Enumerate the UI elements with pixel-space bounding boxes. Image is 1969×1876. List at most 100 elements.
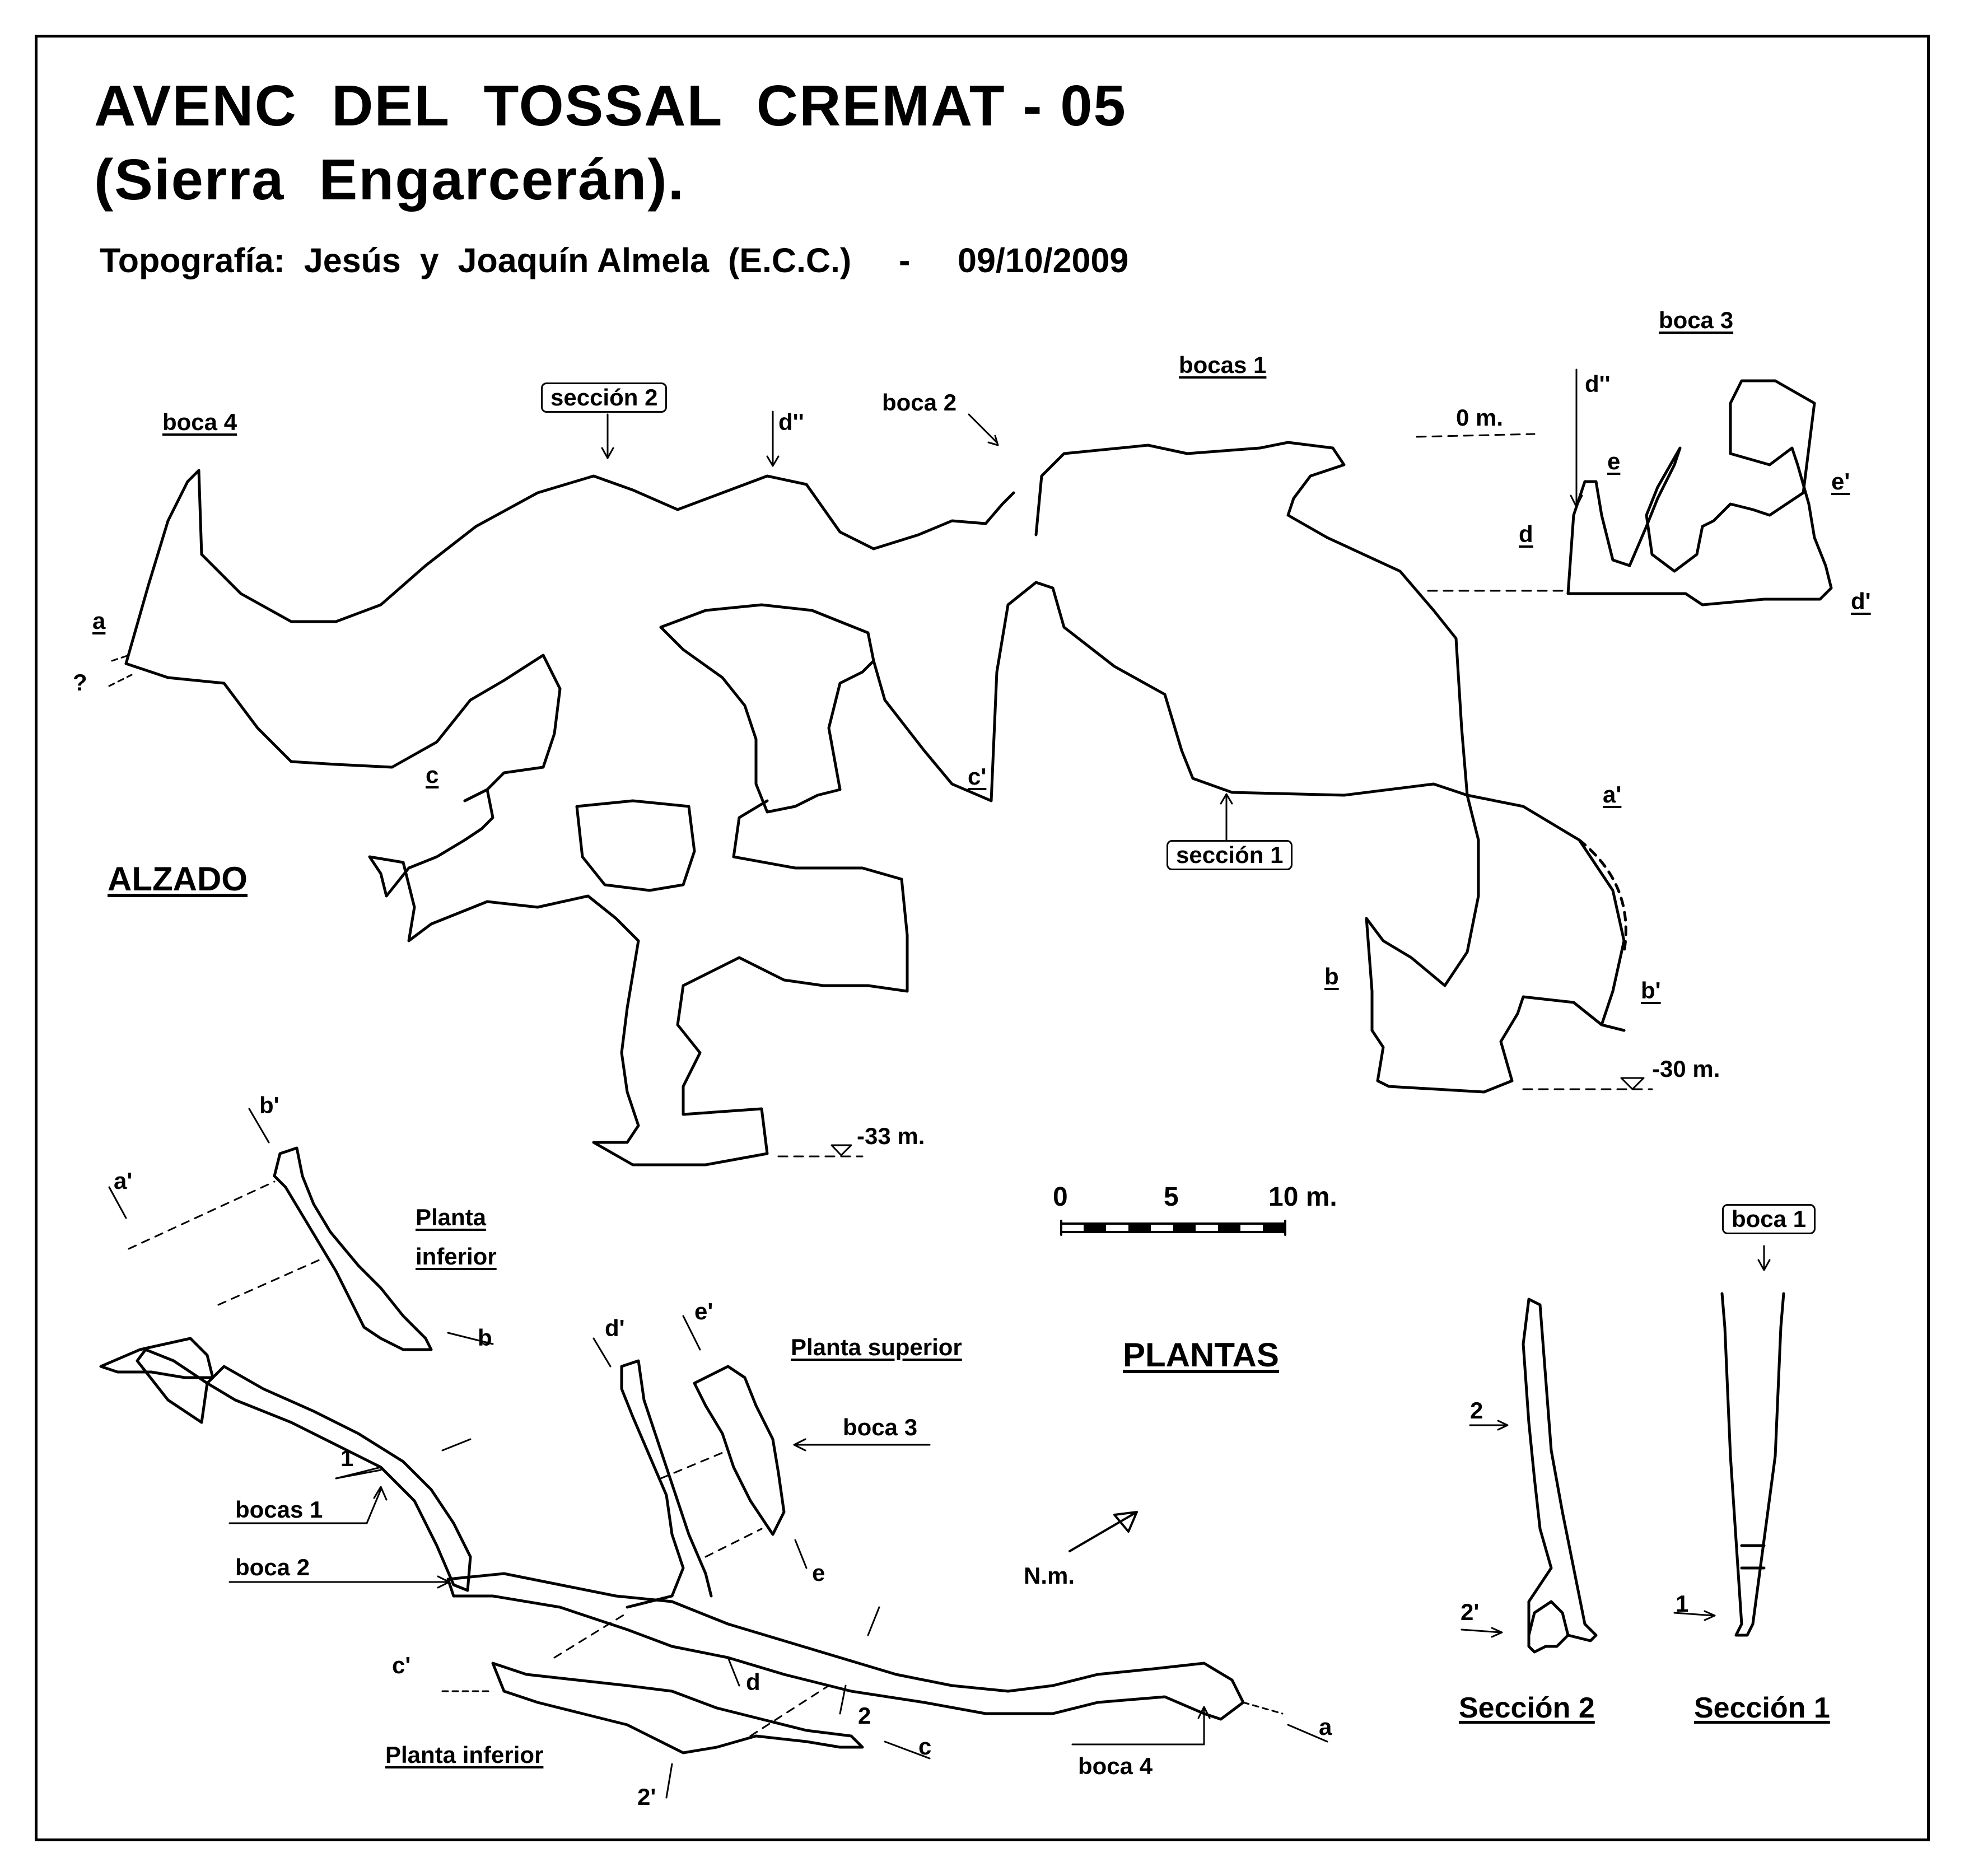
cut-b-prime	[248, 1108, 270, 1144]
label-boca4: boca 4	[162, 409, 237, 435]
label-d-prime: d'	[1851, 588, 1871, 614]
plan-label-c-prime: c'	[392, 1652, 411, 1678]
elevation-lower-right	[1365, 794, 1626, 1094]
cut-c	[884, 1740, 931, 1760]
elevation-floor-upper	[124, 654, 562, 802]
scale-label-10m: 10 m.	[1268, 1182, 1337, 1212]
plan-label-boca3: boca 3	[843, 1414, 918, 1440]
label-b: b	[1324, 963, 1339, 990]
plan-label-two: 2	[858, 1702, 871, 1729]
level-line-0m	[1416, 433, 1536, 438]
heading-seccion1: Sección 1	[1694, 1692, 1830, 1724]
cut-d	[727, 1656, 740, 1687]
level-mark-minus30	[1620, 1077, 1645, 1090]
plan-label-bocas1: bocas 1	[235, 1496, 323, 1523]
plan-label-planta-inferior-2: inferior	[416, 1243, 497, 1270]
plan-lower-bottom	[491, 1662, 864, 1754]
cut-d-prime	[592, 1337, 612, 1368]
cut-e-prime	[682, 1315, 701, 1351]
label-d2-right: d''	[1585, 371, 1611, 397]
cut-2-prime	[665, 1763, 673, 1799]
boca2-pointer	[968, 413, 999, 446]
label-seccion1-tag: sección 1	[1167, 840, 1293, 870]
scale-seg-4	[1218, 1224, 1240, 1232]
label-seccion2-tag: sección 2	[541, 382, 668, 413]
link-upper-1	[660, 1449, 729, 1480]
plan-upper-level	[693, 1365, 786, 1536]
plan-main-left-2	[99, 1337, 214, 1379]
scale-seg-3	[1173, 1224, 1196, 1232]
cut-2-upper	[867, 1606, 880, 1636]
label-c: c	[426, 762, 439, 788]
map-frame	[35, 35, 1930, 1841]
boca4-leader	[1071, 1706, 1211, 1746]
section1-pointer	[1757, 1245, 1771, 1271]
scale-seg-2	[1128, 1224, 1151, 1232]
link-lower-1	[553, 1612, 628, 1659]
plan-label-boca4: boca 4	[1078, 1753, 1153, 1779]
plan-label-d: d	[746, 1669, 760, 1695]
label-a: a	[92, 608, 106, 634]
label-d2-top: d''	[778, 409, 804, 435]
map-subtitle: (Sierra Engarcerán).	[94, 147, 685, 212]
plan-label-north: N.m.	[1024, 1562, 1075, 1589]
section-label-2: 2	[1470, 1397, 1483, 1424]
boca3-leader	[793, 1438, 931, 1452]
plan-label-two-prime: 2'	[637, 1784, 656, 1810]
north-arrow	[1069, 1511, 1138, 1552]
section-label-2-prime: 2'	[1461, 1599, 1480, 1625]
link-lower-2	[749, 1684, 830, 1737]
label-e: e	[1607, 448, 1621, 474]
plan-upper-branch	[620, 1359, 713, 1609]
d2-right-pointer	[1570, 368, 1583, 508]
label-zero-m: 0 m.	[1456, 404, 1504, 431]
scale-label-0: 0	[1053, 1182, 1068, 1212]
d2-top-pointer	[766, 410, 780, 467]
elevation-chamber	[575, 799, 696, 892]
elevation-middle-inner	[659, 626, 875, 814]
plan-label-a: a	[1319, 1714, 1332, 1740]
plan-label-b-prime: b'	[259, 1092, 279, 1118]
label-question: ?	[73, 669, 87, 696]
section1-profile	[1720, 1292, 1785, 1637]
survey-credits: Topografía: Jesús y Joaquín Almela (E.C.…	[100, 241, 1129, 279]
cut-a-prime	[108, 1186, 127, 1219]
label-d: d	[1519, 521, 1533, 547]
link-upper-2	[704, 1528, 763, 1558]
section-label-boca1-tag: boca 1	[1722, 1204, 1816, 1234]
level-entry-a-dashed	[108, 654, 133, 687]
link-aprime-b	[217, 1259, 320, 1306]
scale-label-5: 5	[1164, 1182, 1179, 1212]
label-boca3-elev: boca 3	[1659, 307, 1734, 333]
plan-entry-a-dashed	[1242, 1701, 1284, 1715]
plan-label-b: b	[478, 1324, 492, 1351]
plan-label-a-prime: a'	[114, 1168, 133, 1194]
cut-a	[1287, 1724, 1328, 1743]
cut-e	[794, 1539, 808, 1569]
elevation-lower-left	[368, 788, 909, 1166]
plan-lower-top	[273, 1146, 433, 1351]
map-title: AVENC DEL TOSSAL CREMAT - 05	[94, 73, 1127, 138]
label-minus30: -30 m.	[1652, 1056, 1720, 1082]
plan-label-planta-inferior-1: Planta	[416, 1204, 487, 1230]
section2-leader-2prime	[1461, 1627, 1503, 1638]
cut-1	[335, 1438, 472, 1480]
boca2-leader	[228, 1575, 450, 1589]
label-c-prime: c'	[968, 763, 987, 790]
one-leader	[335, 1469, 382, 1480]
plan-label-boca2: boca 2	[235, 1554, 310, 1580]
elevation-boca3	[1566, 379, 1833, 606]
section-label-1: 1	[1676, 1590, 1689, 1617]
section2-profile	[1522, 1298, 1598, 1654]
label-e-prime: e'	[1831, 468, 1850, 494]
section1-leader-1	[1673, 1610, 1716, 1621]
bocas1-leader	[228, 1486, 388, 1524]
label-boca2-elev: boca 2	[882, 389, 957, 416]
plan-label-planta-inferior-bottom: Planta inferior	[385, 1742, 544, 1768]
elevation-outline-right	[1466, 794, 1626, 1032]
plan-label-one: 1	[340, 1445, 354, 1471]
label-a-prime: a'	[1603, 781, 1622, 808]
elevation-a-prime-dashed	[1578, 838, 1627, 954]
scale-seg-5	[1263, 1224, 1285, 1232]
